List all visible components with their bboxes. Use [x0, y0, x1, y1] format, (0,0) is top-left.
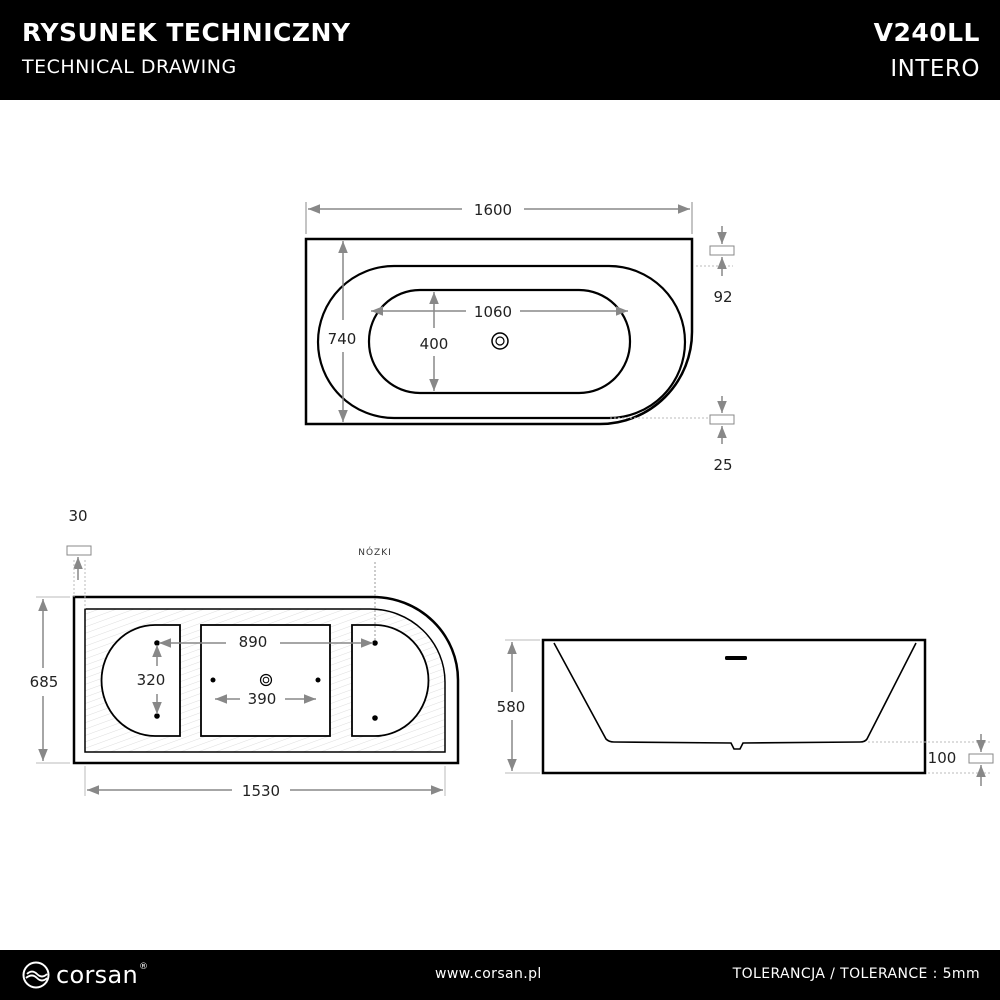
dim-depth-label: 740	[328, 330, 357, 348]
side-view-outline	[541, 638, 927, 775]
model-code: V240LL	[873, 18, 980, 47]
drawing-subtitle: TECHNICAL DRAWING	[22, 56, 237, 78]
top-view: 1600 740 1060 400 92	[304, 201, 735, 474]
leg-points	[154, 640, 378, 721]
series-name: INTERO	[890, 56, 980, 82]
bottom-view: NÓZKI 30 685 1530	[30, 507, 460, 800]
dim-basin-width-label: 400	[420, 335, 449, 353]
dim-basin-width: 400	[420, 292, 449, 391]
brand-mark-icon	[22, 961, 50, 989]
dim-leg-pad: 320	[137, 645, 166, 714]
header-bar: RYSUNEK TECHNICZNY TECHNICAL DRAWING V24…	[0, 0, 1000, 100]
dim-bottom-depth-label: 685	[30, 673, 59, 691]
dim-drain-span-label: 390	[248, 690, 277, 708]
dim-base: 100	[868, 734, 994, 786]
bottom-view-outline	[72, 595, 460, 765]
top-view-basin	[367, 288, 632, 395]
bottom-drain-icon	[259, 673, 273, 687]
dim-leg-pad-label: 320	[137, 671, 166, 689]
dim-rim-front-label: 25	[713, 456, 732, 474]
dim-height: 580	[497, 639, 540, 774]
dim-basin-length: 1060	[371, 303, 628, 321]
dim-rim-back: 92	[696, 226, 735, 306]
dim-rim-front: 25	[610, 396, 735, 474]
tolerance-note: TOLERANCJA / TOLERANCE : 5mm	[732, 966, 980, 982]
top-view-outline	[304, 237, 694, 426]
leg-pad-right	[351, 624, 430, 737]
website-link[interactable]: www.corsan.pl	[435, 966, 542, 982]
dim-depth: 740	[325, 241, 359, 422]
dim-bottom-depth: 685	[30, 596, 70, 764]
side-view-inner-profile	[553, 642, 917, 750]
dim-height-label: 580	[497, 698, 526, 716]
dim-drain-span: 390	[215, 690, 316, 708]
dim-width-label: 1600	[474, 201, 512, 219]
drain-icon	[491, 332, 509, 350]
dim-edge-label: 30	[68, 507, 87, 525]
brand-logo: corsan®	[22, 960, 148, 990]
dim-basin-length-label: 1060	[474, 303, 512, 321]
side-view: 580 100	[497, 638, 994, 786]
top-view-rim	[316, 264, 687, 420]
dim-rim-back-label: 92	[713, 288, 732, 306]
brand-name: corsan	[56, 961, 138, 989]
registered-icon: ®	[138, 962, 148, 972]
dim-base-label: 100	[928, 749, 957, 767]
dim-bottom-length-label: 1530	[242, 782, 280, 800]
dim-legs-span-label: 890	[239, 633, 268, 651]
drawing-title: RYSUNEK TECHNICZNY	[22, 18, 351, 47]
overflow-icon	[725, 656, 747, 660]
dim-legs-span: 890	[159, 633, 373, 651]
footer-bar: corsan® www.corsan.pl TOLERANCJA / TOLER…	[0, 950, 1000, 1000]
dim-bottom-length: 1530	[84, 766, 446, 800]
legs-label: NÓZKI	[358, 546, 392, 558]
dim-width: 1600	[305, 201, 693, 234]
dim-edge: 30	[66, 507, 92, 609]
